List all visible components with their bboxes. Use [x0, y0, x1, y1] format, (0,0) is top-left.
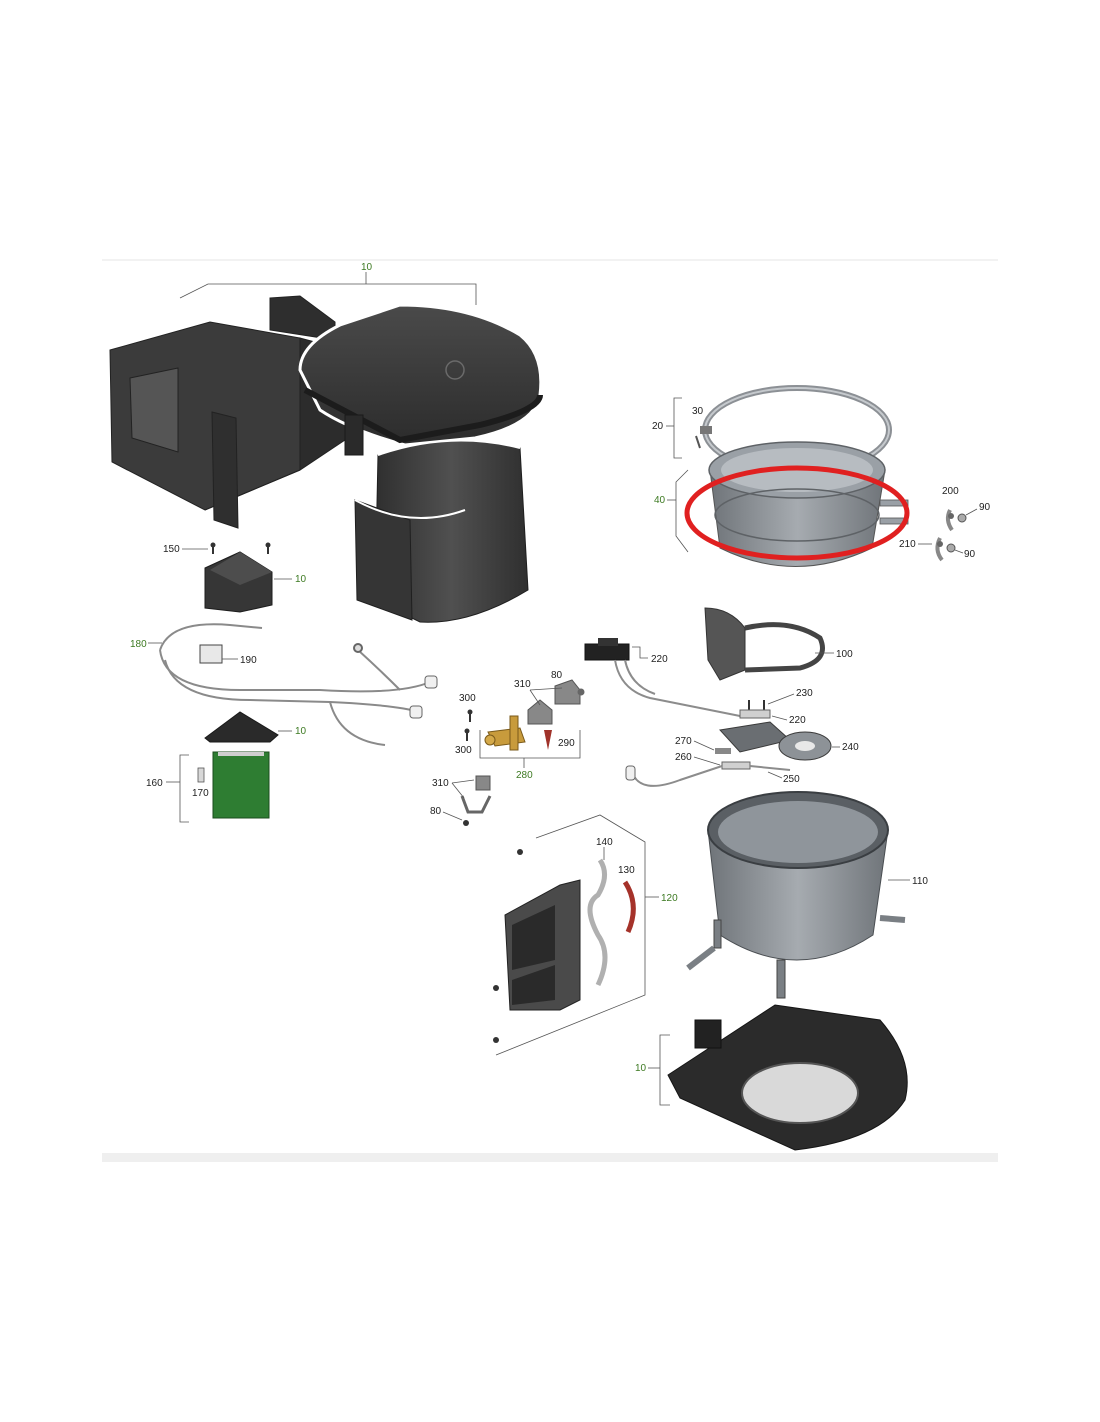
callout-nut-bottom: 90 [964, 549, 976, 560]
thermocouple-part [739, 709, 771, 719]
callout-valve-seal: 290 [558, 738, 575, 749]
callout-cover-screw: 30 [692, 406, 704, 417]
callout-electrode: 270 [675, 736, 692, 747]
callout-handle: 140 [596, 837, 613, 848]
callout-cover-ring: 20 [652, 421, 664, 432]
callout-pot-assembly: 40 [654, 495, 666, 506]
callout-heat-shield: 100 [836, 649, 853, 660]
callout-elbow-top: 200 [942, 486, 959, 497]
corner-cover-part [204, 711, 279, 743]
callout-valve-bracket-top: 310 [514, 679, 531, 690]
elbow-fittings-part [935, 509, 967, 562]
callout-clip: 260 [675, 752, 692, 763]
callout-bracket: 10 [295, 574, 307, 585]
ignition-box-part [584, 638, 741, 717]
callout-pilot: 250 [783, 774, 800, 785]
heat-shield-part [704, 607, 825, 681]
callout-thermocouple: 220 [789, 715, 806, 726]
callout-harness-connector: 190 [240, 655, 257, 666]
callout-corner-piece: 10 [295, 726, 307, 737]
pilot-assembly-part [625, 748, 791, 787]
control-board-part [179, 751, 270, 823]
callout-elbow-bottom: 210 [899, 539, 916, 550]
callout-screw-230: 230 [796, 688, 813, 699]
callout-valve-screw-top: 300 [459, 693, 476, 704]
callout-screw-150: 150 [163, 544, 180, 555]
highlight-ellipse [684, 465, 910, 561]
gas-valve-part [464, 679, 585, 759]
burner-part [719, 721, 832, 761]
callout-handle-assembly: 120 [661, 893, 678, 904]
callout-top-cabinet: 10 [361, 262, 373, 273]
callout-ignition-box: 220 [651, 654, 668, 665]
callout-control-board: 160 [146, 778, 163, 789]
frame-bottom-bar [102, 1153, 998, 1162]
combustion-cylinder-part [686, 791, 906, 999]
callout-harness: 180 [130, 639, 147, 650]
callout-valve-screw-bottom: 300 [455, 745, 472, 756]
callout-burner: 240 [842, 742, 859, 753]
callout-base-plate: 10 [635, 1063, 647, 1074]
callout-board-fuse: 170 [192, 788, 209, 799]
mounting-bracket-part [204, 551, 273, 613]
callout-valve-nut-bottom: 80 [430, 806, 442, 817]
valve-bracket-lower-part [460, 775, 492, 826]
callout-valve-bracket-bottom: 310 [432, 778, 449, 789]
top-cabinet-part [109, 272, 543, 623]
callout-valve-nut-top: 80 [551, 670, 563, 681]
wiring-harness-part [159, 623, 438, 746]
base-plate-part [659, 1004, 908, 1151]
callout-gas-valve-assembly: 280 [516, 770, 533, 781]
handle-assembly-part [493, 814, 646, 1056]
callout-handle-insert: 130 [618, 865, 635, 876]
callout-cylinder: 110 [912, 876, 928, 887]
screw-150 [210, 542, 271, 554]
callout-nut-top: 90 [979, 502, 991, 513]
